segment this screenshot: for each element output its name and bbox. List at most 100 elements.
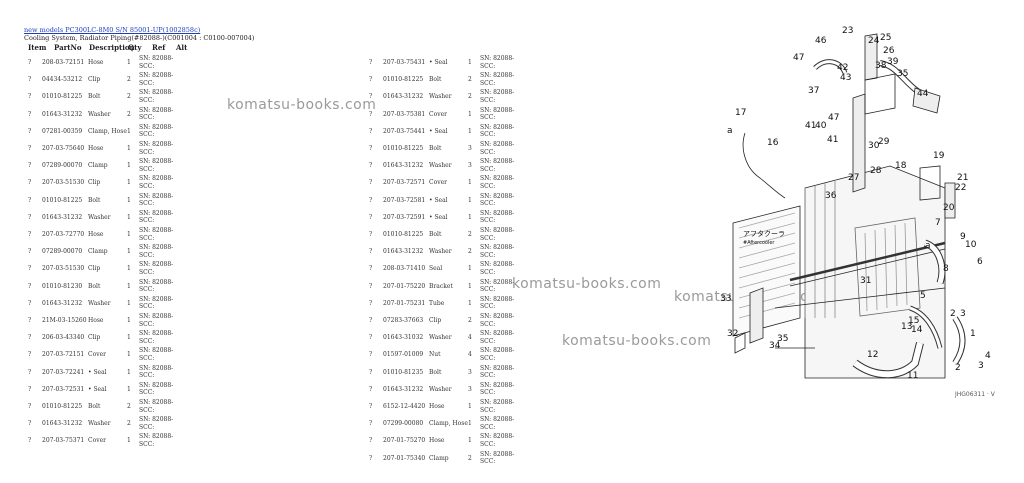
item-cell: ? (369, 196, 373, 204)
qty-cell: 1 (127, 299, 131, 307)
qty-cell: 1 (127, 265, 131, 273)
description-cell: Cover (88, 437, 107, 445)
item-cell: ? (369, 317, 373, 324)
callout-label: 6 (977, 257, 983, 267)
item-cell: ? (28, 59, 32, 66)
description-cell: Bolt (88, 196, 101, 204)
description-cell: Hose (88, 317, 104, 324)
description-cell: Cover (429, 110, 448, 118)
callout-label: 10 (965, 240, 977, 250)
callout-label: 26 (883, 46, 895, 56)
qty-cell: 1 (127, 196, 131, 204)
callout-label: 11 (907, 371, 918, 381)
description-cell: Clip (88, 265, 101, 273)
partno-cell: 207-03-72241 (42, 368, 85, 376)
partno-cell: 208-03-71410 (383, 265, 426, 273)
description-cell: Hose (88, 231, 104, 238)
partno-cell: 01643-31232 (383, 385, 424, 393)
qty-cell: 2 (468, 317, 472, 324)
description-cell: Washer (429, 162, 452, 170)
item-cell: ? (28, 248, 32, 256)
qty-cell: 3 (468, 368, 472, 376)
description-cell: Nut (429, 351, 441, 359)
partno-cell: 207-03-75431 (383, 59, 426, 66)
partno-cell: 207-03-51530 (42, 179, 85, 187)
serial-cell: SN: 82088-SCC: (480, 381, 515, 397)
model-link[interactable]: new models PC300LC-8M0 S/N 85001-UP(1002… (24, 26, 201, 34)
item-cell: ? (369, 76, 373, 84)
serial-cell: SN: 82088-SCC: (480, 72, 515, 87)
callout-label: 32 (727, 329, 738, 339)
callout-label: 29 (878, 137, 890, 147)
description-cell: Washer (429, 93, 452, 101)
serial-cell: SN: 82088-SCC: (139, 227, 174, 242)
description-cell: Washer (88, 110, 111, 118)
callout-label: 37 (808, 86, 819, 96)
item-cell: ? (28, 282, 32, 290)
description-cell: Washer (88, 213, 111, 221)
partno-cell: 207-03-72591 (383, 213, 426, 221)
section-subtitle: Cooling System, Radiator Piping(#82088-)… (24, 34, 255, 42)
callout-label: 44 (917, 89, 929, 99)
col-item: Item (28, 43, 47, 52)
serial-cell: SN: 82088-SCC: (139, 72, 174, 87)
partno-cell: 01643-31232 (42, 213, 83, 221)
callout-label: 1 (970, 329, 976, 339)
callout-label: 13 (901, 322, 912, 332)
serial-cell: SN: 82088-SCC: (139, 158, 174, 173)
partno-cell: 07289-00070 (42, 248, 83, 256)
callout-label: 15 (908, 316, 919, 326)
qty-cell: 1 (127, 282, 131, 290)
serial-cell: SN: 82088-SCC: (139, 209, 174, 225)
serial-cell: SN: 82088-SCC: (139, 141, 174, 156)
item-cell: ? (28, 145, 32, 152)
serial-cell: SN: 82088-SCC: (139, 433, 174, 448)
callout-label: 35 (777, 334, 788, 344)
qty-cell: 3 (468, 145, 472, 152)
callout-label: 40 (815, 121, 827, 131)
partno-cell: 207-03-72770 (42, 231, 85, 238)
callout-label: 9 (960, 232, 966, 242)
callout-label: 41 (805, 121, 816, 131)
partno-cell: 07283-37663 (383, 317, 424, 324)
qty-cell: 1 (127, 231, 131, 238)
qty-cell: 1 (127, 437, 131, 445)
qty-cell: 4 (468, 351, 472, 359)
qty-cell: 1 (468, 265, 472, 273)
serial-cell: SN: 82088-SCC: (480, 364, 515, 380)
item-cell: ? (28, 213, 32, 221)
partno-cell: 01643-31232 (42, 110, 83, 118)
description-cell: Bolt (88, 403, 101, 410)
description-cell: Clamp (88, 162, 108, 170)
item-cell: ? (28, 351, 32, 359)
partno-cell: 207-03-72151 (42, 351, 85, 359)
description-cell: Hose (88, 59, 104, 66)
qty-cell: 4 (468, 334, 472, 342)
callout-label: 8 (943, 264, 949, 274)
item-cell: ? (369, 59, 373, 66)
item-cell: ? (369, 127, 373, 135)
qty-cell: 2 (127, 420, 131, 428)
callout-label: 4 (985, 351, 991, 361)
serial-cell: SN: 82088-SCC: (480, 192, 515, 208)
description-cell: Hose (88, 145, 104, 152)
serial-cell: SN: 82088-SCC: (139, 192, 174, 208)
description-cell: • Seal (429, 59, 448, 66)
partno-cell: 208-03-72151 (42, 59, 85, 66)
qty-cell: 1 (127, 351, 131, 359)
callout-label: 12 (867, 350, 878, 360)
